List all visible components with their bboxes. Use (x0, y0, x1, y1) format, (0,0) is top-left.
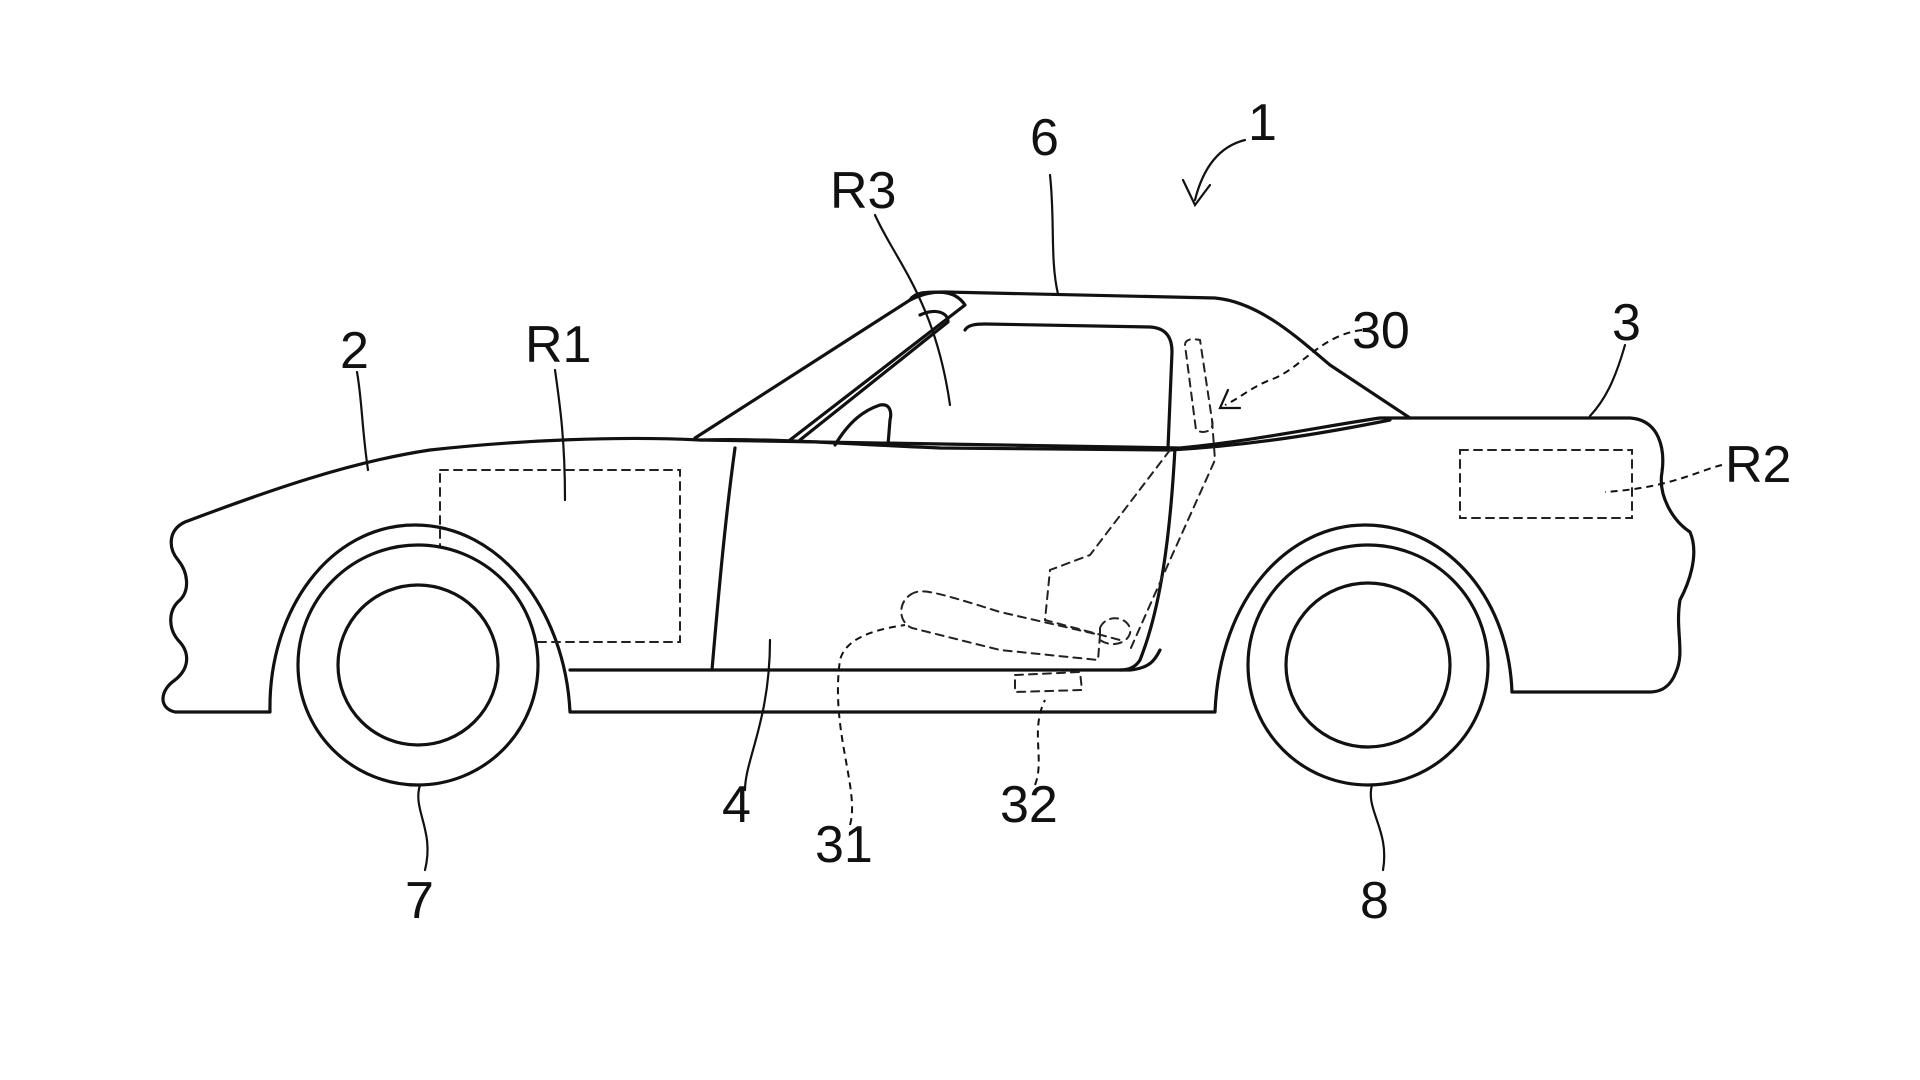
leader-8 (1369, 783, 1386, 872)
steering-column (833, 403, 893, 447)
label-seat-cushion-31: 31 (815, 816, 873, 874)
leader-3 (1588, 343, 1627, 418)
leader-6 (1048, 173, 1060, 296)
leader-30-arrowhead (1218, 388, 1242, 410)
door-rear-edge (1118, 446, 1177, 672)
leader-r1 (553, 368, 567, 502)
label-roof-6: 6 (1030, 109, 1059, 167)
label-region-r2: R2 (1725, 436, 1791, 494)
label-seat-30: 30 (1352, 302, 1410, 360)
seat-rail-hidden (1014, 670, 1084, 694)
front-wheel-rim (336, 583, 500, 747)
side-sill-line (568, 648, 1162, 672)
label-rear-body-3: 3 (1612, 294, 1641, 352)
leader-30 (1224, 329, 1363, 406)
leader-r2 (1604, 464, 1723, 493)
rear-wheel-rim (1284, 581, 1452, 749)
label-seat-rail-32: 32 (1000, 776, 1058, 834)
label-region-r1: R1 (525, 316, 591, 374)
seat-cushion-hidden (900, 590, 1102, 662)
region-r1-box (439, 469, 681, 643)
belt-line (698, 418, 1392, 452)
seat-frame-hidden (1043, 419, 1217, 651)
label-front-body-2: 2 (340, 322, 369, 380)
label-door-4: 4 (722, 776, 751, 834)
hardtop-roof (908, 290, 1412, 420)
door-window-opening (963, 322, 1174, 450)
leader-r3 (873, 213, 952, 407)
windshield-inner (798, 309, 950, 442)
leader-4 (743, 638, 772, 792)
leader-32 (1034, 699, 1046, 786)
leader-2 (355, 370, 370, 472)
door-front-edge (710, 446, 737, 672)
leader-1 (1193, 138, 1247, 202)
label-rear-wheel-8: 8 (1360, 872, 1389, 930)
seat-back-hidden (1183, 338, 1214, 433)
car-body-outline (161, 416, 1696, 714)
region-r2-box (1459, 449, 1633, 519)
label-front-wheel-7: 7 (405, 872, 434, 930)
label-vehicle-1: 1 (1248, 94, 1277, 152)
leader-31 (836, 624, 906, 826)
seat-recliner-hidden (1099, 617, 1132, 646)
leader-1-arrowhead (1181, 178, 1212, 208)
leader-7 (417, 783, 429, 872)
label-region-r3: R3 (830, 162, 896, 220)
